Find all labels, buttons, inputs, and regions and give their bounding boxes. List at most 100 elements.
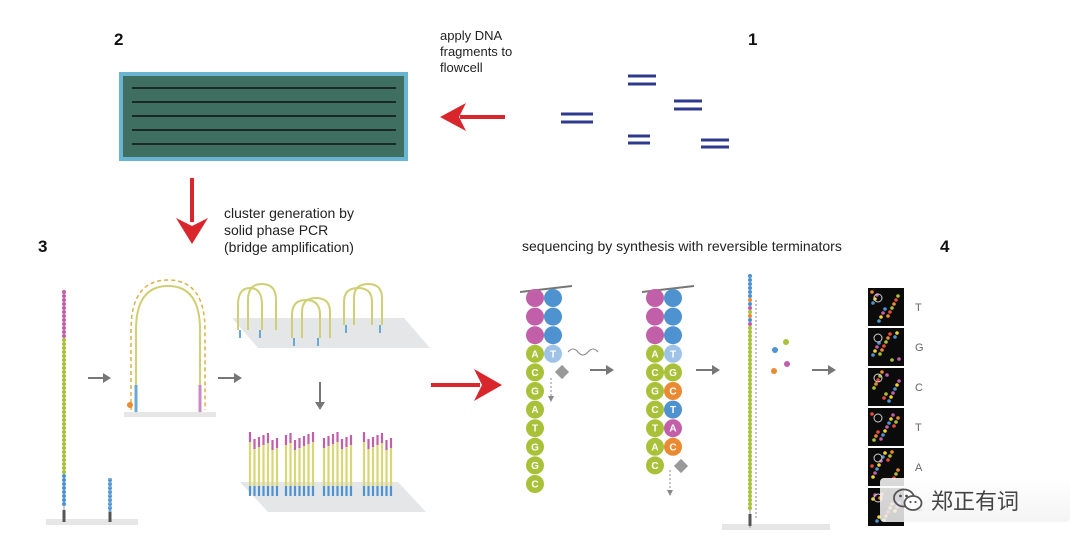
- strand-bead: [62, 446, 66, 450]
- strand-bead: [748, 406, 752, 410]
- strand-bead: [748, 494, 752, 498]
- nucleotide-blue: [664, 307, 682, 326]
- cluster-dot: [871, 301, 875, 305]
- nucleotide-G: [526, 382, 544, 400]
- cluster-dot: [886, 314, 890, 318]
- nucleotide-letter: T: [670, 349, 676, 360]
- cluster-dot: [876, 430, 880, 434]
- small-gray-arrow: [88, 373, 111, 383]
- strand-bead: [62, 410, 66, 414]
- cluster-highlight: [873, 333, 883, 343]
- strand-bead: [748, 386, 752, 390]
- strand-bead: [62, 354, 66, 358]
- arrow-down-icon: [176, 178, 208, 244]
- cluster-dot: [879, 315, 883, 319]
- strand-bead: [748, 414, 752, 418]
- small-gray-arrow: [218, 373, 242, 383]
- strand-bead: [62, 358, 66, 362]
- strand-bead: [62, 422, 66, 426]
- strand-bead: [62, 486, 66, 490]
- cluster-dot: [884, 340, 888, 344]
- step-number-4: 4: [940, 237, 950, 256]
- cluster-dot: [882, 344, 886, 348]
- nucleotide-G: [646, 382, 664, 400]
- cluster-dot: [891, 391, 895, 395]
- cluster-dot: [887, 421, 891, 425]
- strand-bead: [748, 466, 752, 470]
- strand-bead: [748, 394, 752, 398]
- cluster-dot: [890, 450, 894, 454]
- cluster-dot: [890, 306, 894, 310]
- incorporated-nucleotide: [664, 363, 682, 382]
- strand-bead: [748, 490, 752, 494]
- strand-bead: [748, 470, 752, 474]
- strand-bead: [748, 426, 752, 430]
- nucleotide-letter: G: [531, 387, 539, 398]
- sequencing-caption: sequencing by synthesis with reversible …: [522, 238, 842, 254]
- cluster-dot: [890, 358, 894, 362]
- strand-bead: [748, 378, 752, 382]
- incorporated-nucleotide: [664, 382, 682, 400]
- strand-bead: [748, 350, 752, 354]
- apply-caption-line-3: flowcell: [440, 60, 483, 75]
- strand-bead: [748, 430, 752, 434]
- cluster-dot: [881, 311, 885, 315]
- strand-bead: [62, 402, 66, 406]
- strand-bead: [748, 446, 752, 450]
- fragment-5: [701, 138, 729, 149]
- readout-frame: [868, 288, 904, 326]
- cluster-dot: [892, 424, 896, 428]
- wechat-icon: [893, 488, 923, 511]
- strand-bead: [62, 450, 66, 454]
- nucleotide-letter: C: [669, 387, 676, 398]
- nucleotide-A: [646, 344, 664, 363]
- cluster-highlight: [873, 453, 883, 463]
- strand-bead: [62, 322, 66, 326]
- cluster-dot: [875, 467, 879, 471]
- cluster-highlight: [873, 373, 883, 383]
- nucleotide-letter: C: [651, 405, 658, 416]
- small-gray-arrow-down: [315, 382, 325, 410]
- cluster-caption-line-2: solid phase PCR: [224, 222, 329, 238]
- cluster-dot: [895, 383, 899, 387]
- strand-bead: [62, 342, 66, 346]
- strand-bead: [748, 482, 752, 486]
- readout-base-label: T: [915, 302, 922, 314]
- strand-bead: [748, 454, 752, 458]
- fragment-1: [628, 74, 656, 86]
- cluster-dot: [873, 349, 877, 353]
- strand-bead: [748, 478, 752, 482]
- strand-bead: [748, 338, 752, 342]
- nucleotide-letter: T: [652, 424, 658, 435]
- strand-bead: [748, 278, 752, 282]
- strand-bead: [748, 322, 752, 326]
- strand-bead: [62, 318, 66, 322]
- cluster-dot: [891, 413, 895, 417]
- cluster-caption-line-3: (bridge amplification): [224, 239, 354, 255]
- strand-bead: [62, 290, 66, 294]
- strand-bead: [748, 450, 752, 454]
- nucleotide-blue: [664, 289, 682, 307]
- nucleotide-letter: A: [531, 405, 538, 416]
- cluster-dot: [886, 458, 890, 462]
- nucleotide-C: [526, 475, 544, 493]
- strand-bead: [748, 346, 752, 350]
- strand-bead: [748, 418, 752, 422]
- cluster-dot: [872, 386, 876, 390]
- strand-bead: [748, 390, 752, 394]
- nucleotide-A: [646, 437, 664, 456]
- nucleotide-letter: A: [651, 349, 658, 360]
- step-number-3: 3: [38, 237, 48, 256]
- nucleotide-letter: C: [531, 480, 538, 491]
- cluster-dot: [894, 472, 898, 476]
- strand-bead: [748, 274, 752, 278]
- nucleotide-letter: G: [651, 387, 659, 398]
- small-gray-arrow: [590, 365, 614, 375]
- strand-bead: [748, 310, 752, 314]
- strand-bead: [62, 426, 66, 430]
- strand-bead: [62, 498, 66, 502]
- strand-bead: [62, 346, 66, 350]
- strand-bead: [62, 434, 66, 438]
